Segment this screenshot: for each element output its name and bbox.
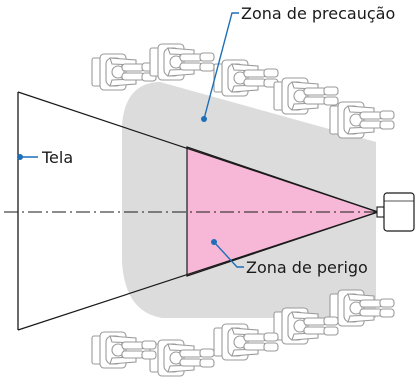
seated-person-icon: [273, 77, 339, 115]
caution-zone-label: Zona de precaução: [241, 4, 395, 23]
seated-person-icon: [213, 323, 279, 361]
seated-person-icon: [149, 339, 215, 377]
seated-person-icon: [91, 331, 157, 369]
screen-callout: Tela: [17, 148, 73, 167]
seated-person-icon: [149, 43, 215, 81]
caution-zone-callout: Zona de precaução: [201, 4, 395, 122]
danger-zone-callout: Zona de perigo: [211, 239, 368, 277]
danger-zone-label: Zona de perigo: [246, 258, 368, 277]
seated-person-icon: [329, 289, 395, 327]
seated-person-icon: [329, 101, 395, 139]
screen-label: Tela: [41, 148, 73, 167]
projection-cone: [17, 91, 379, 331]
danger-zone-area: [186, 146, 380, 277]
projector-icon: [376, 192, 415, 232]
seated-person-icon: [213, 59, 279, 97]
